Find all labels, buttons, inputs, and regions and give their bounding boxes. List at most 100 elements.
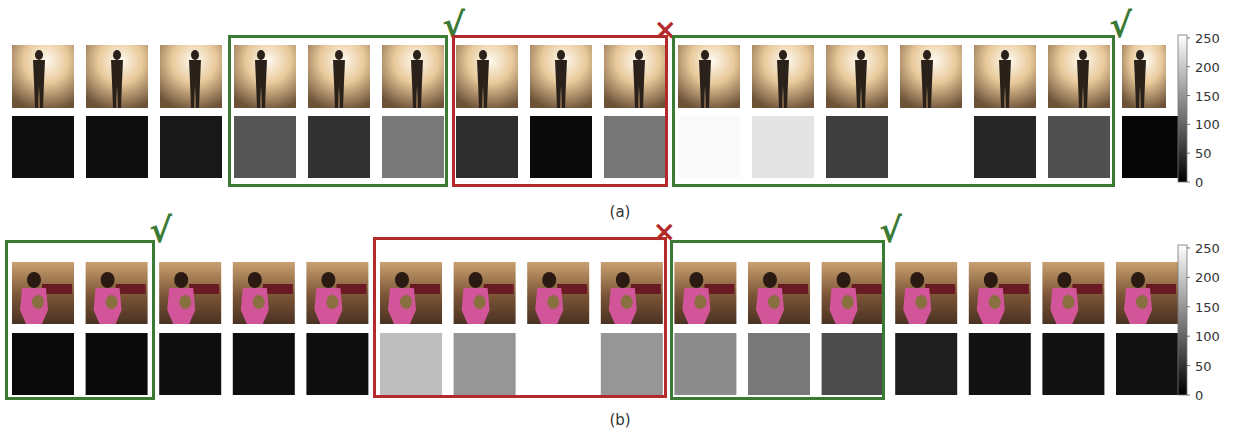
table xyxy=(1146,284,1176,294)
score-square xyxy=(1042,333,1104,395)
video-frame xyxy=(160,45,222,108)
table xyxy=(631,284,661,294)
score-square xyxy=(233,333,295,395)
video-frame xyxy=(454,262,516,324)
person-body xyxy=(167,288,195,324)
person-body xyxy=(855,60,867,108)
frame-background xyxy=(454,262,516,324)
person-body xyxy=(111,60,123,108)
held-object xyxy=(253,295,265,309)
person-body xyxy=(830,288,858,324)
score-square xyxy=(900,116,962,178)
video-frames xyxy=(12,262,1178,324)
colorbar-tick-label: 250 xyxy=(1195,31,1220,44)
frame-background xyxy=(826,45,888,108)
table xyxy=(999,284,1029,294)
colorbar-tick-label: 0 xyxy=(1195,389,1203,402)
person-body xyxy=(609,288,637,324)
person-head xyxy=(27,272,41,288)
table xyxy=(484,284,514,294)
video-frame xyxy=(1042,262,1104,324)
frame-background xyxy=(12,45,74,108)
check-mark: √ xyxy=(1109,8,1132,42)
score-square xyxy=(678,116,740,178)
person-head xyxy=(191,50,199,60)
table xyxy=(116,284,146,294)
table xyxy=(557,284,587,294)
held-object xyxy=(179,295,191,309)
held-object xyxy=(842,295,854,309)
video-frame xyxy=(1116,262,1178,324)
video-frame xyxy=(12,45,74,108)
colorbar-tick-label: 150 xyxy=(1195,300,1220,313)
person-body xyxy=(999,60,1011,108)
video-frame xyxy=(308,45,370,108)
person-head xyxy=(837,272,851,288)
held-object xyxy=(621,295,633,309)
held-object xyxy=(915,295,927,309)
colorbar-tick-label: 200 xyxy=(1195,60,1220,73)
held-object xyxy=(768,295,780,309)
video-frame xyxy=(306,262,368,324)
colorbar-gradient xyxy=(1178,245,1187,395)
held-object xyxy=(400,295,412,309)
video-frame xyxy=(900,45,962,108)
person-head xyxy=(395,272,409,288)
frame-background xyxy=(530,45,592,108)
score-square xyxy=(382,116,444,178)
table xyxy=(42,284,72,294)
accepted-segment-box: √ xyxy=(672,35,1115,187)
score-square xyxy=(752,116,814,178)
score-square xyxy=(822,333,884,395)
frame-background xyxy=(752,45,814,108)
person-body xyxy=(535,288,563,324)
frame-background xyxy=(86,45,148,108)
accepted-segment-box: √ xyxy=(670,240,885,400)
person-head xyxy=(469,272,483,288)
score-square xyxy=(234,116,296,178)
table xyxy=(1072,284,1102,294)
person-head xyxy=(557,50,565,60)
frame-background xyxy=(1116,262,1178,324)
video-frame xyxy=(380,262,442,324)
video-frame xyxy=(1122,45,1166,108)
colorbar-tick xyxy=(1187,336,1190,337)
video-frame xyxy=(969,262,1031,324)
table xyxy=(263,284,293,294)
video-frame xyxy=(12,262,74,324)
video-frame xyxy=(678,45,740,108)
person-body xyxy=(411,60,423,108)
frame-background xyxy=(822,262,884,324)
colorbar-tick xyxy=(1187,365,1190,366)
score-square xyxy=(604,116,666,178)
video-frame xyxy=(234,45,296,108)
frame-background xyxy=(1048,45,1110,108)
video-frames xyxy=(12,45,1166,108)
person-head xyxy=(857,50,865,60)
person-head xyxy=(542,272,556,288)
person-body xyxy=(921,60,933,108)
frame-background xyxy=(380,262,442,324)
held-object xyxy=(989,295,1001,309)
person-body xyxy=(699,60,711,108)
person-body xyxy=(633,60,645,108)
person-head xyxy=(174,272,188,288)
video-frame xyxy=(826,45,888,108)
colorbar-tick-label: 100 xyxy=(1195,118,1220,131)
person-body xyxy=(189,60,201,108)
frame-background xyxy=(12,262,74,324)
score-square xyxy=(601,333,663,395)
rejected-segment-box: × xyxy=(452,35,668,187)
score-square xyxy=(974,116,1036,178)
score-square xyxy=(674,333,736,395)
person-body xyxy=(241,288,269,324)
score-square xyxy=(159,333,221,395)
frame-background xyxy=(159,262,221,324)
frame-background xyxy=(306,262,368,324)
held-object xyxy=(1062,295,1074,309)
person-body xyxy=(1134,60,1146,108)
person-body xyxy=(777,60,789,108)
frame-background xyxy=(456,45,518,108)
person-head xyxy=(923,50,931,60)
colorbar-tick-label: 100 xyxy=(1195,330,1220,343)
